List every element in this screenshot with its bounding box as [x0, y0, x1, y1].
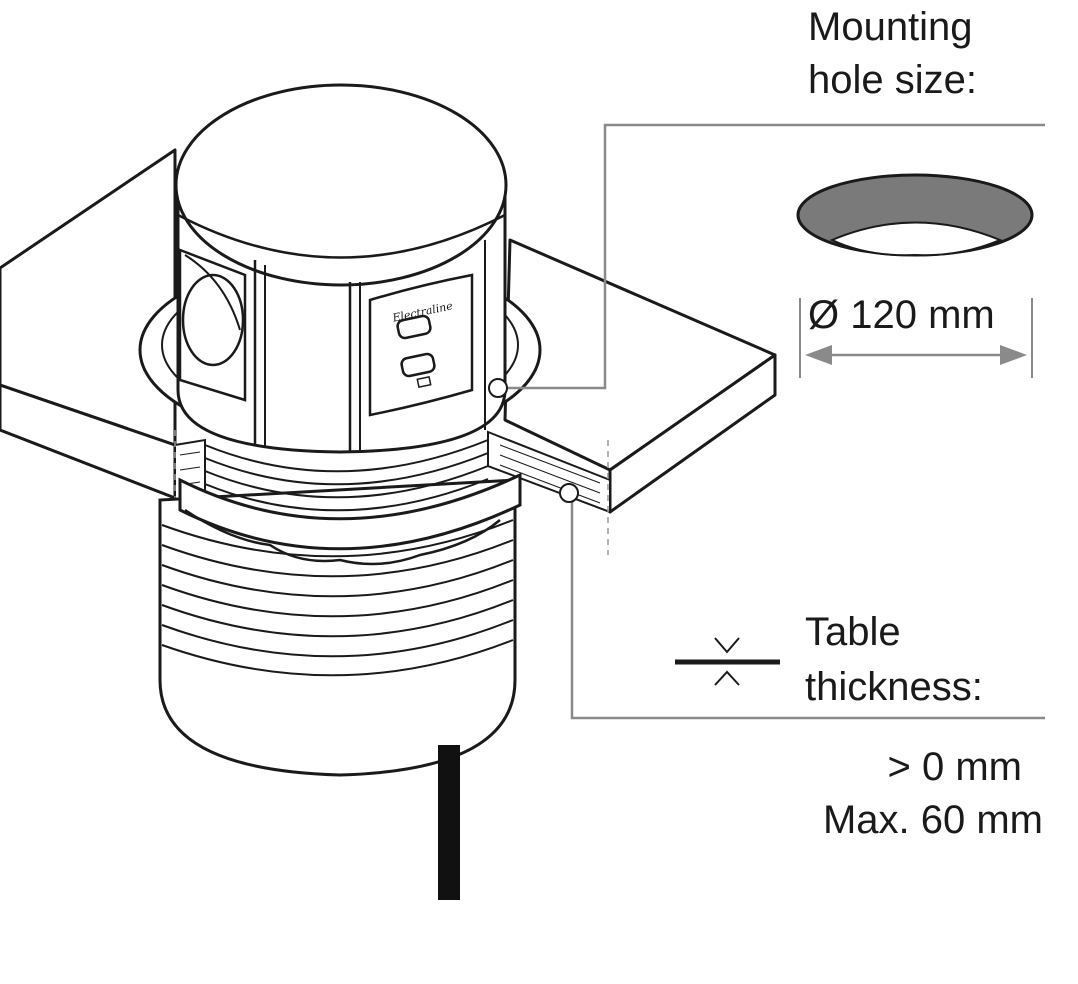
- diameter-dimension: [799, 298, 1033, 378]
- mounting-hole-title-line1: Mounting: [808, 5, 973, 49]
- mounting-hole-icon: [796, 173, 1034, 257]
- leader-dot-hole: [488, 378, 508, 398]
- thickness-icon: [675, 637, 780, 686]
- inner-threads: [204, 439, 489, 512]
- table-top: [0, 148, 777, 514]
- usb-panel: Electraline: [368, 273, 474, 417]
- hole-diameter-label: Ø 120 mm: [808, 293, 995, 337]
- table-thickness-title-line2: thickness:: [805, 665, 983, 709]
- power-cable: [438, 745, 460, 900]
- table-thickness-title-line1: Table: [805, 610, 901, 654]
- mounting-hole-title-line2: hole size:: [808, 58, 977, 102]
- thickness-guides: [174, 430, 609, 555]
- power-outlet: [178, 248, 247, 402]
- clamping-nut: [178, 472, 522, 566]
- leader-dot-thickness: [559, 483, 579, 503]
- leader-lines: [505, 123, 1045, 720]
- thickness-min-label: > 0 mm: [888, 745, 1022, 789]
- thickness-max-label: Max. 60 mm: [823, 798, 1043, 842]
